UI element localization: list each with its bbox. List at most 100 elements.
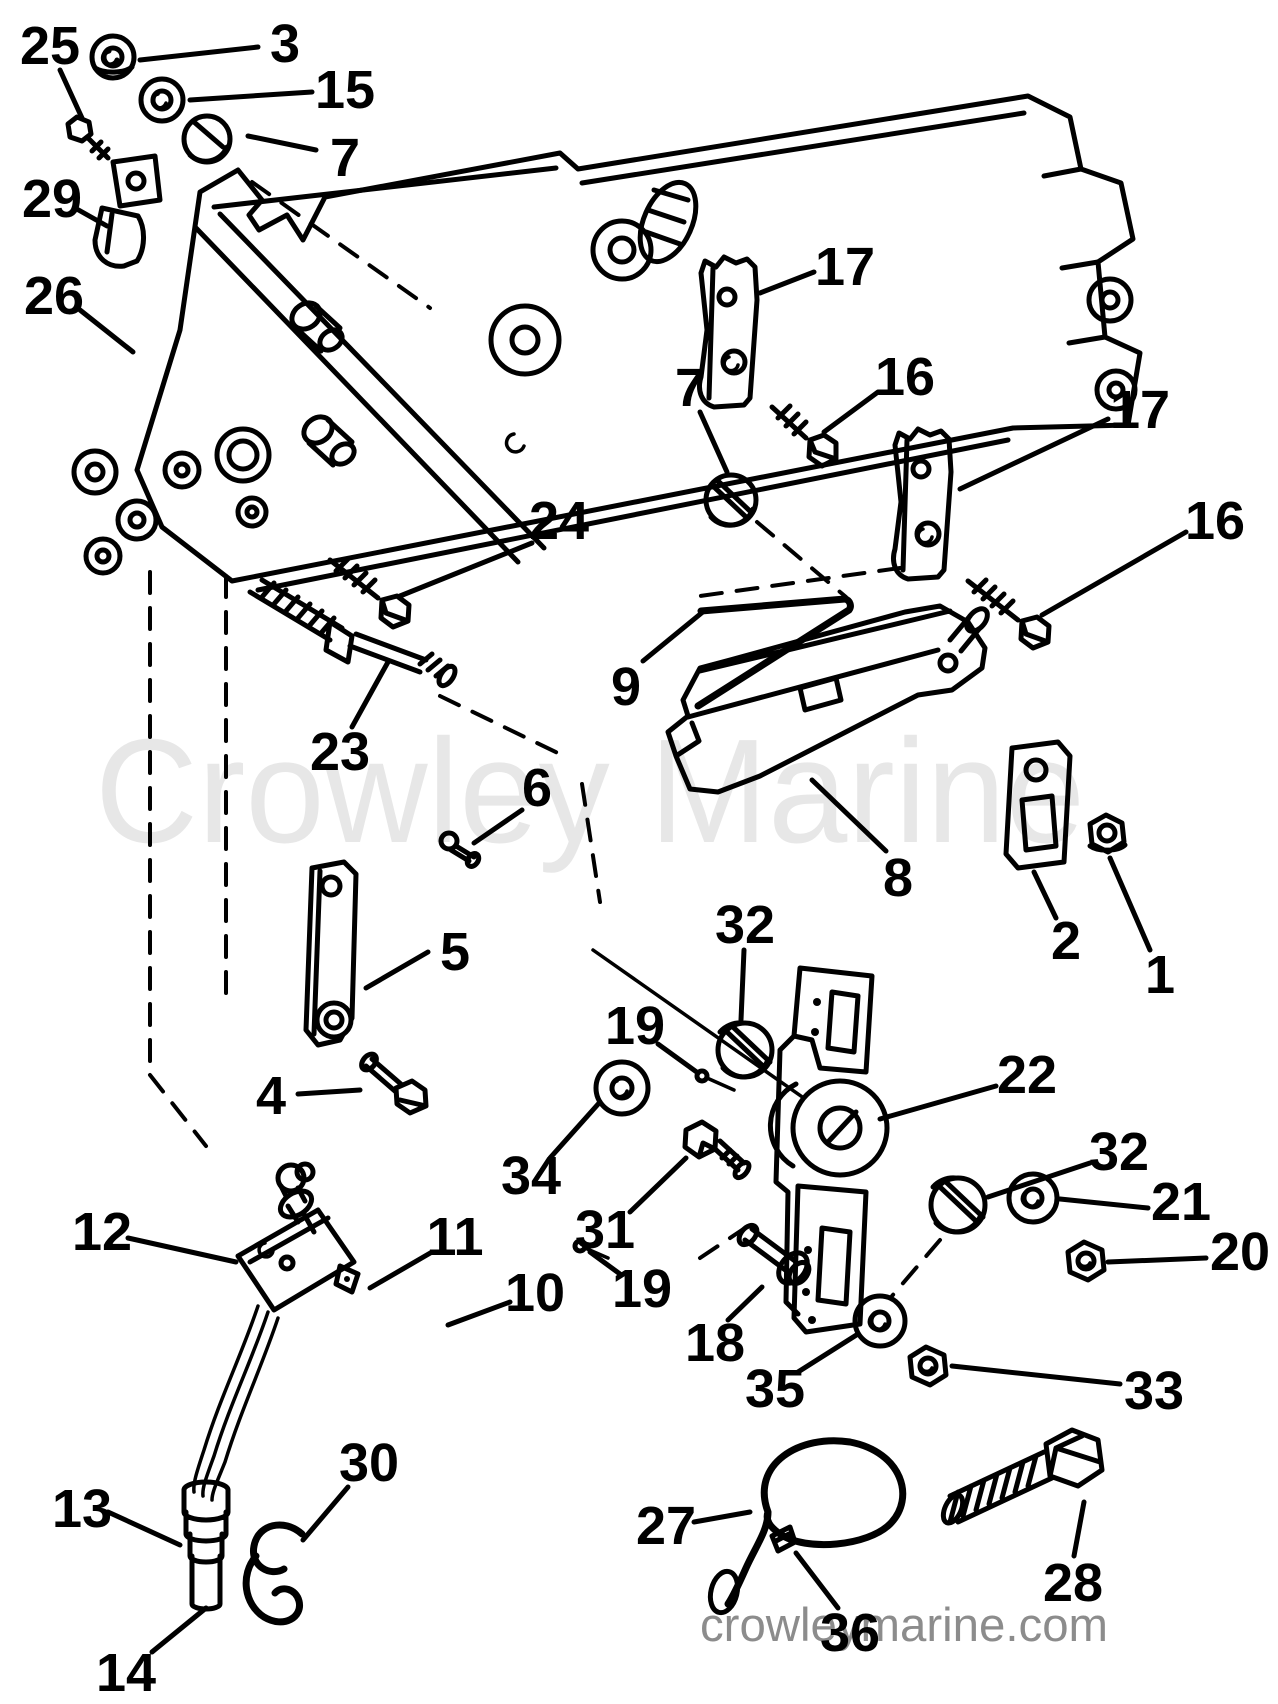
- callouts-layer: 1234567789101112131415161617171819192021…: [20, 14, 1270, 1703]
- callout-label-21: 21: [1151, 1172, 1211, 1232]
- part-29-cable-clamp: [92, 153, 163, 269]
- callout-leader-3: [137, 44, 261, 63]
- callout-label-35: 35: [745, 1359, 805, 1419]
- part-35-washer: [852, 1293, 908, 1349]
- callout-leader-32a: [738, 947, 747, 1023]
- part-28-bolt: [940, 1427, 1105, 1526]
- callout-label-2: 2: [1051, 911, 1081, 971]
- callout-label-18: 18: [685, 1313, 745, 1373]
- callout-label-22: 22: [997, 1045, 1057, 1105]
- callout-label-19b: 19: [612, 1259, 672, 1319]
- callout-label-5: 5: [440, 922, 470, 982]
- callout-leader-7a: [245, 133, 319, 153]
- callout-label-16a: 16: [875, 347, 935, 407]
- callout-leader-16a: [821, 389, 881, 435]
- callout-leader-33: [949, 1363, 1123, 1387]
- part-30-spring-clip: [242, 1521, 306, 1626]
- callout-leader-14: [149, 1605, 209, 1655]
- callout-label-6: 6: [522, 758, 552, 818]
- callout-leader-24: [397, 540, 535, 599]
- callout-leader-25: [57, 67, 85, 121]
- callout-label-14: 14: [96, 1643, 156, 1703]
- callout-label-25: 25: [20, 16, 80, 76]
- callout-leader-32b: [985, 1160, 1093, 1200]
- watermark-url-text: crowleymarine.com: [700, 1598, 1108, 1651]
- part-17-anchor-clip-left: [697, 254, 760, 410]
- callout-label-24: 24: [529, 491, 589, 551]
- part-7-plug-upper: [181, 113, 233, 165]
- callout-leader-15: [187, 89, 315, 103]
- watermark-center-text: Crowley Marine: [95, 709, 1085, 874]
- part-36-clip: [769, 1524, 798, 1554]
- callout-label-1: 1: [1145, 945, 1175, 1005]
- part-16-screw-left: [769, 403, 839, 469]
- callout-leader-10: [445, 1299, 513, 1328]
- callout-leader-17a: [757, 269, 817, 296]
- callout-leader-1: [1107, 855, 1153, 953]
- callout-label-13: 13: [52, 1479, 112, 1539]
- part-5-link: [303, 859, 359, 1048]
- callout-label-7a: 7: [330, 128, 360, 188]
- callout-label-33: 33: [1124, 1361, 1184, 1421]
- part-7-screw-lower: [703, 472, 759, 528]
- callout-leader-21: [1057, 1196, 1151, 1211]
- part-8-lever: [665, 603, 990, 795]
- part-3-locknut: [89, 33, 137, 81]
- part-12-switch: [192, 1161, 361, 1502]
- part-22-lever-bracket: [767, 965, 890, 1335]
- callout-label-31: 31: [575, 1200, 635, 1260]
- callout-leader-23: [349, 659, 391, 730]
- callout-label-29: 29: [22, 169, 82, 229]
- callout-leader-31: [627, 1155, 689, 1215]
- callout-label-17b: 17: [1110, 380, 1170, 440]
- part-18-pin: [736, 1222, 812, 1287]
- callout-label-30: 30: [339, 1433, 399, 1493]
- part-32-screw-lower: [928, 1175, 988, 1235]
- callout-label-28: 28: [1043, 1553, 1103, 1613]
- part-19-screw-upper: [694, 1068, 736, 1092]
- callout-label-20: 20: [1210, 1222, 1270, 1282]
- callout-label-11: 11: [426, 1207, 483, 1267]
- part-2-link-plate: [1003, 739, 1073, 871]
- callout-leader-4: [295, 1087, 363, 1097]
- callout-leader-9: [640, 608, 707, 664]
- callout-leader-20: [1105, 1255, 1209, 1265]
- callout-label-27: 27: [636, 1496, 696, 1556]
- callout-label-23: 23: [310, 722, 370, 782]
- callout-label-34: 34: [501, 1146, 561, 1206]
- callout-label-26: 26: [24, 266, 84, 326]
- part-23-stud: [247, 577, 458, 689]
- part-15-washer: [138, 76, 186, 124]
- part-16-screw-right: [965, 577, 1052, 651]
- callout-label-3: 3: [270, 14, 300, 74]
- callout-leader-5: [363, 949, 431, 991]
- callout-leader-29: [72, 205, 110, 229]
- callout-label-19a: 19: [605, 996, 665, 1056]
- callout-label-32a: 32: [715, 895, 775, 955]
- callout-leader-13: [105, 1509, 183, 1548]
- callout-label-8: 8: [883, 848, 913, 908]
- part-6-ball-screw: [438, 830, 482, 869]
- callout-label-32b: 32: [1089, 1122, 1149, 1182]
- callout-label-15: 15: [315, 60, 375, 120]
- callout-leader-19a: [655, 1041, 701, 1076]
- callout-leader-34: [547, 1099, 603, 1161]
- part-13-14-connector: [181, 1479, 231, 1612]
- callout-leader-8: [809, 777, 889, 854]
- callout-label-10: 10: [505, 1263, 565, 1323]
- callout-leader-35: [795, 1331, 861, 1375]
- diagram-art: [65, 33, 1143, 1626]
- callout-leader-27: [691, 1509, 753, 1525]
- part-24-screw: [327, 556, 412, 630]
- part-20-locknut: [1065, 1239, 1107, 1283]
- callout-leader-2: [1031, 869, 1059, 921]
- callout-label-9: 9: [611, 657, 641, 717]
- callout-label-36: 36: [820, 1603, 880, 1663]
- part-4-bolt: [359, 1051, 429, 1116]
- callout-leader-17b: [957, 416, 1111, 492]
- callout-label-12: 12: [72, 1202, 132, 1262]
- callout-label-17a: 17: [815, 237, 875, 297]
